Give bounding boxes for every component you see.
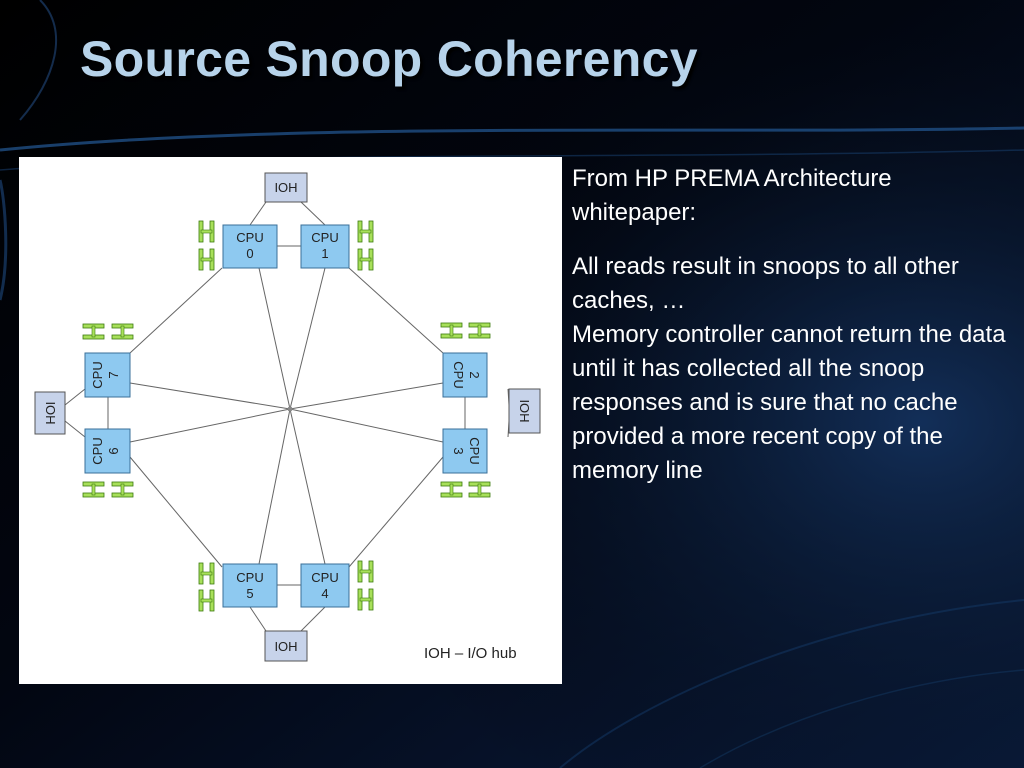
- memory-dimms: [82, 220, 491, 612]
- cpu-6: CPU 6: [84, 428, 131, 474]
- dimm-cpu7-b: [111, 323, 134, 340]
- decorative-swoosh: [0, 126, 1024, 152]
- svg-text:IOH: IOH: [274, 639, 297, 654]
- cpu-3: 3 CPU: [442, 428, 488, 474]
- system-topology-diagram: IOH IOH IOH IOH CPU 0 CPU 1 CPU 2: [19, 157, 562, 684]
- dimm-cpu5-b: [198, 589, 215, 612]
- ioh-bottom: IOH: [264, 630, 308, 662]
- svg-text:CPU: CPU: [451, 361, 466, 388]
- hub-junction: [287, 406, 293, 412]
- paragraph-snoops: All reads result in snoops to all other …: [572, 253, 959, 314]
- source-note: From HP PREMA Architecture whitepaper:: [572, 165, 892, 226]
- ioh-top: IOH: [264, 172, 308, 203]
- dimm-cpu4-b: [357, 588, 374, 611]
- svg-text:1: 1: [321, 246, 328, 261]
- dimm-cpu1-a: [357, 220, 374, 243]
- dimm-cpu2-b: [468, 322, 491, 339]
- ioh-right: IOH: [508, 388, 541, 434]
- cpu-5: CPU 5: [222, 563, 278, 608]
- cpu-1: CPU 1: [300, 224, 350, 269]
- svg-text:CPU: CPU: [311, 570, 338, 585]
- dimm-cpu6-b: [111, 481, 134, 498]
- dimm-cpu0-b: [198, 248, 215, 271]
- interconnect-links: [64, 201, 510, 632]
- svg-text:6: 6: [106, 447, 121, 454]
- cpu-0: CPU 0: [222, 224, 278, 269]
- dimm-cpu6-a: [82, 481, 105, 498]
- dimm-cpu5-a: [198, 562, 215, 585]
- dimm-cpu7-a: [82, 323, 105, 340]
- svg-text:IOH: IOH: [517, 399, 532, 422]
- svg-text:CPU: CPU: [236, 230, 263, 245]
- svg-text:IOH: IOH: [43, 401, 58, 424]
- diagram-legend: IOH – I/O hub: [424, 645, 517, 662]
- dimm-cpu1-b: [357, 248, 374, 271]
- svg-text:0: 0: [246, 246, 253, 261]
- svg-text:CPU: CPU: [90, 361, 105, 388]
- svg-text:4: 4: [321, 586, 328, 601]
- cpu-7: CPU 7: [84, 352, 131, 398]
- dimm-cpu4-a: [357, 560, 374, 583]
- svg-text:7: 7: [106, 371, 121, 378]
- cpu-2: CPU 2: [442, 352, 488, 398]
- paragraph-memory-controller: Memory controller cannot return the data…: [572, 321, 1006, 484]
- svg-text:2: 2: [467, 371, 482, 378]
- slide-title: Source Snoop Coherency: [80, 31, 698, 87]
- dimm-cpu0-a: [198, 220, 215, 243]
- svg-text:CPU: CPU: [311, 230, 338, 245]
- svg-text:5: 5: [246, 586, 253, 601]
- dimm-cpu3-b: [468, 481, 491, 498]
- dimm-cpu3-a: [440, 481, 463, 498]
- svg-text:IOH: IOH: [274, 180, 297, 195]
- svg-text:CPU: CPU: [90, 437, 105, 464]
- svg-text:3: 3: [451, 447, 466, 454]
- dimm-cpu2-a: [440, 322, 463, 339]
- svg-text:CPU: CPU: [236, 570, 263, 585]
- cpu-4: CPU 4: [300, 563, 350, 608]
- slide-body: From HP PREMA Architecture whitepaper: A…: [572, 162, 1012, 488]
- ioh-left: IOH: [34, 391, 66, 435]
- svg-text:CPU: CPU: [467, 437, 482, 464]
